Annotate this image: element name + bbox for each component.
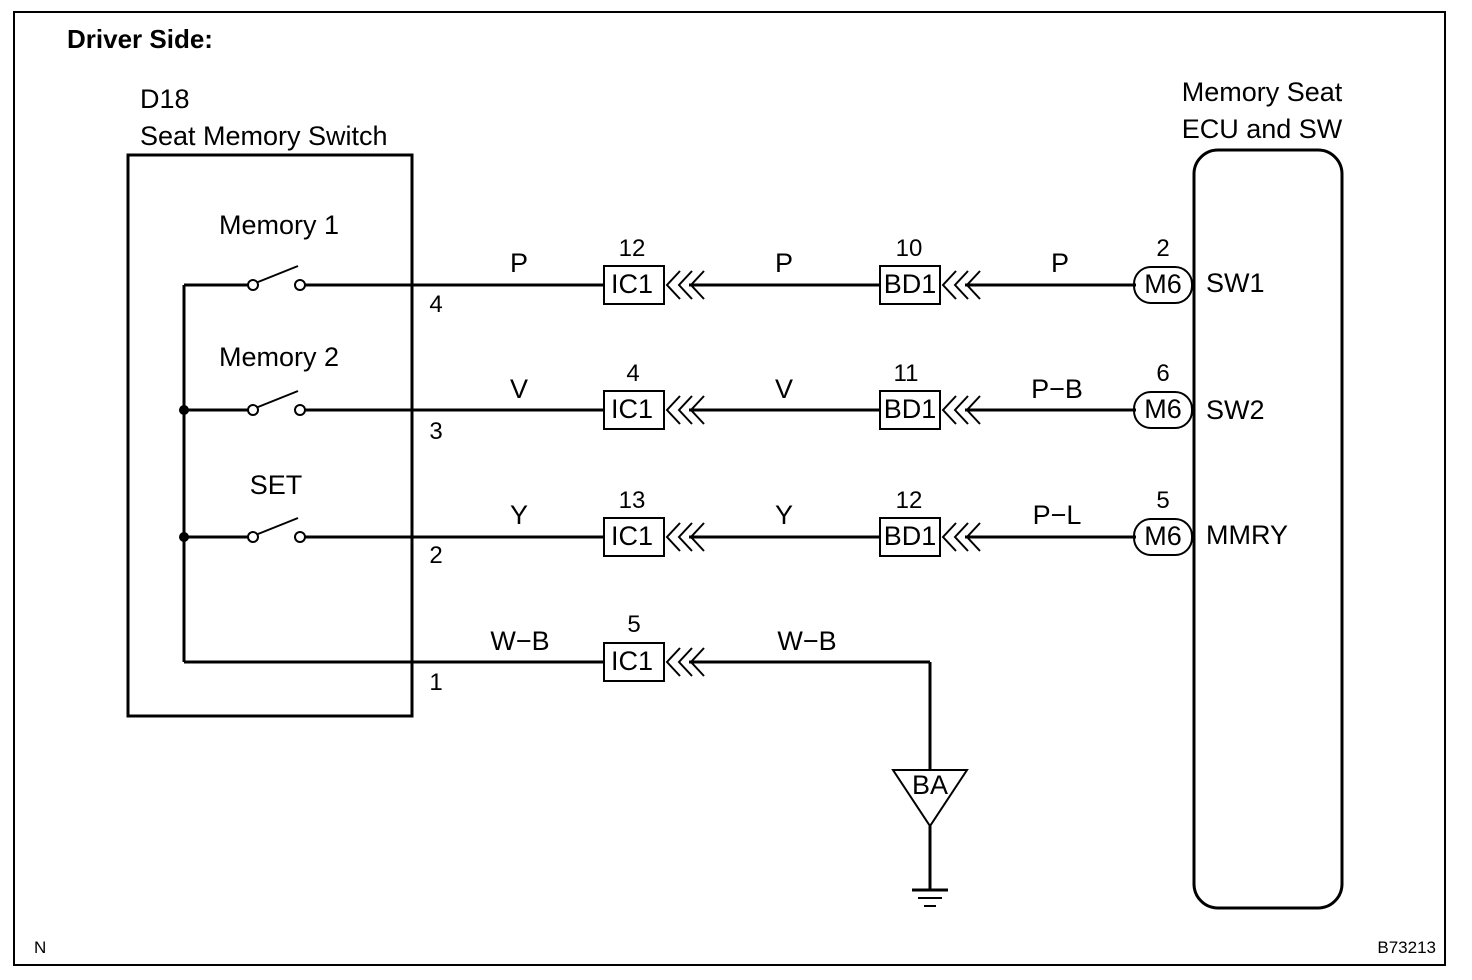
wire-color: P−B <box>1031 374 1083 404</box>
connector-pin: 5 <box>1156 487 1169 514</box>
wire-color: V <box>775 374 793 404</box>
ground-point-triangle <box>891 769 969 828</box>
ground-point-label: BA <box>912 770 948 800</box>
connector-code: M6 <box>1144 394 1182 424</box>
connector-code: IC1 <box>611 646 653 676</box>
diagram-title: Driver Side: <box>67 24 213 54</box>
memory-seat-ecu-box <box>1192 148 1344 910</box>
ground-icon <box>912 888 948 907</box>
wire-color: P <box>510 248 528 278</box>
switch-set: SET <box>247 470 412 543</box>
wire-color: Y <box>510 500 528 530</box>
left-component-code: D18 <box>140 84 190 114</box>
wire-color: W−B <box>777 626 836 656</box>
connector-code: M6 <box>1144 269 1182 299</box>
pin-number: 3 <box>429 418 442 445</box>
junction-dot <box>179 405 189 415</box>
wire-color: Y <box>775 500 793 530</box>
wire-color: P−L <box>1033 500 1082 530</box>
connector-pin: 2 <box>1156 235 1169 262</box>
switch-label: SET <box>250 470 303 500</box>
ic1-connector <box>603 265 665 305</box>
connector-code: BD1 <box>884 394 937 424</box>
wire-row-ground: 1 W−B IC1 5 W−B BA <box>412 611 969 907</box>
connector-code: IC1 <box>611 521 653 551</box>
switch-label: Memory 2 <box>219 342 339 372</box>
connector-pin: 11 <box>894 360 919 387</box>
wire-row-mmry: 2 Y IC1 13 Y BD1 12 P−L M6 5 MMRY <box>412 487 1288 569</box>
seat-memory-switch-box <box>126 153 414 718</box>
wire-color: V <box>510 374 528 404</box>
wire-color: W−B <box>490 626 549 656</box>
pin-number: 2 <box>429 542 442 569</box>
m6-connector <box>1133 518 1193 556</box>
connector-pin: 4 <box>626 360 639 387</box>
connector-pin: 13 <box>619 487 646 514</box>
diagram-frame <box>13 11 1446 966</box>
left-component-name: Seat Memory Switch <box>140 121 388 151</box>
connector-pin: 5 <box>627 611 640 638</box>
corner-label-left: N <box>34 938 46 957</box>
ic1-connector <box>603 517 665 557</box>
right-component-name-1: Memory Seat <box>1182 77 1343 107</box>
ecu-terminal-label: MMRY <box>1206 520 1288 550</box>
connector-pin: 6 <box>1156 360 1169 387</box>
switch-label: Memory 1 <box>219 210 339 240</box>
pin-number: 4 <box>429 291 442 318</box>
connector-code: BD1 <box>884 521 937 551</box>
wire-row-sw2: 3 V IC1 4 V BD1 11 P−B M6 6 SW2 <box>412 360 1265 445</box>
connector-pin: 10 <box>896 235 923 262</box>
ecu-terminal-label: SW1 <box>1206 268 1265 298</box>
bd1-connector <box>879 390 941 430</box>
bd1-connector <box>879 517 941 557</box>
connector-code: IC1 <box>611 269 653 299</box>
pin-number: 1 <box>429 669 442 696</box>
ic1-connector <box>603 390 665 430</box>
switch-memory-1: Memory 1 <box>219 210 412 291</box>
junction-dot <box>179 532 189 542</box>
connector-code: M6 <box>1144 521 1182 551</box>
ic1-connector <box>603 642 665 682</box>
switch-memory-2: Memory 2 <box>219 342 412 416</box>
connector-pin: 12 <box>619 235 646 262</box>
figure-code: B73213 <box>1377 938 1436 957</box>
connector-code: BD1 <box>884 269 937 299</box>
wire-row-sw1: 4 P IC1 12 P BD1 10 P M6 2 SW1 <box>412 235 1265 318</box>
ecu-terminal-label: SW2 <box>1206 395 1265 425</box>
m6-connector <box>1133 391 1193 429</box>
connector-code: IC1 <box>611 394 653 424</box>
wire-color: P <box>775 248 793 278</box>
right-component-name-2: ECU and SW <box>1182 114 1343 144</box>
bd1-connector <box>879 265 941 305</box>
wire-color: P <box>1051 248 1069 278</box>
connector-pin: 12 <box>896 487 923 514</box>
m6-connector <box>1133 266 1193 304</box>
